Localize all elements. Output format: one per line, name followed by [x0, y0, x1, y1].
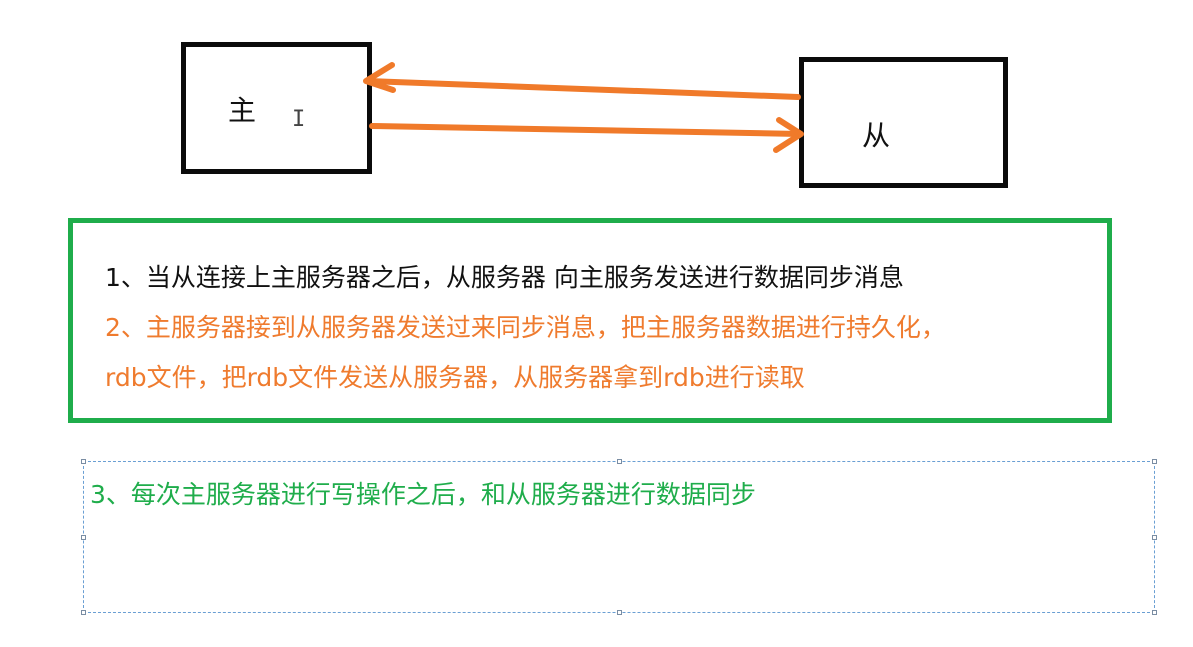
text-cursor-icon: I [292, 107, 306, 132]
resize-handle-middle-right[interactable] [1152, 535, 1157, 540]
sync-steps-box: 1、当从连接上主服务器之后，从服务器 向主服务发送进行数据同步消息 2、主服务器… [68, 218, 1112, 423]
slave-server-box: 从 [799, 57, 1008, 188]
resize-handle-top-right[interactable] [1152, 459, 1157, 464]
resize-handle-bottom-left[interactable] [81, 610, 86, 615]
selected-text-box[interactable]: 3、每次主服务器进行写操作之后，和从服务器进行数据同步 [81, 459, 1157, 615]
step-1-text: 1、当从连接上主服务器之后，从服务器 向主服务发送进行数据同步消息 [105, 263, 904, 292]
resize-handle-bottom-middle[interactable] [617, 610, 622, 615]
resize-handle-middle-left[interactable] [81, 535, 86, 540]
step-3-text[interactable]: 3、每次主服务器进行写操作之后，和从服务器进行数据同步 [90, 480, 756, 509]
arrow-slave-to-master [363, 62, 801, 100]
resize-handle-top-left[interactable] [81, 459, 86, 464]
slave-label: 从 [862, 119, 891, 152]
master-label: 主 [228, 94, 257, 127]
arrow-master-to-slave [369, 117, 804, 153]
step-2-continued-text: rdb文件，把rdb文件发送从服务器，从服务器拿到rdb进行读取 [105, 363, 805, 392]
master-server-box: 主 I [181, 42, 372, 174]
resize-handle-top-middle[interactable] [617, 459, 622, 464]
resize-handle-bottom-right[interactable] [1152, 610, 1157, 615]
step-2-text: 2、主服务器接到从服务器发送过来同步消息，把主服务器数据进行持久化， [105, 313, 946, 342]
